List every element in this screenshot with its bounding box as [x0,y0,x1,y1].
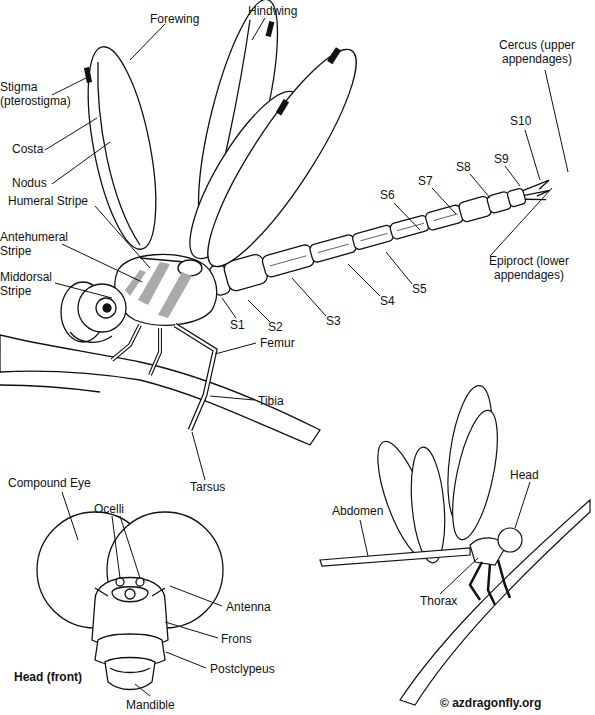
part-label: Head [510,468,570,482]
part-label: Middorsal Stripe [0,270,70,298]
part-label: Antehumeral Stripe [0,230,80,258]
part-label: Cercus (upper appendages) [482,38,592,66]
segment-number: S10 [510,114,550,128]
part-label: Hindwing [248,4,328,18]
part-label: Tibia [258,394,318,408]
part-label: Nodus [12,176,72,190]
part-label: Postclypeus [210,662,300,676]
part-label: Costa [12,142,72,156]
part-label: Compound Eye [8,476,118,490]
part-label: Frons [221,632,281,646]
segment-number: S7 [418,174,458,188]
segment-number: S1 [230,318,270,332]
segment-number: S2 [268,320,308,334]
segment-number: S3 [326,314,366,328]
view-title: Head (front) [14,670,114,684]
segment-number: S4 [380,294,420,308]
segment-number: S5 [412,282,452,296]
part-label: Stigma (pterostigma) [0,80,90,108]
part-label: Femur [260,336,320,350]
part-label: Antenna [226,600,296,614]
part-label: Forewing [150,12,230,26]
part-label: Thorax [420,594,490,608]
copyright-note: © azdragonfly.org [440,696,590,710]
part-label: Humeral Stripe [8,194,118,208]
segment-number: S8 [456,160,496,174]
part-label: Mandible [126,698,206,712]
part-label: Abdomen [332,504,412,518]
segment-number: S9 [494,152,534,166]
part-label: Ocelli [94,502,154,516]
segment-number: S6 [380,188,420,202]
part-label: Epiproct (lower appendages) [464,254,594,282]
part-label: Tarsus [190,480,250,494]
